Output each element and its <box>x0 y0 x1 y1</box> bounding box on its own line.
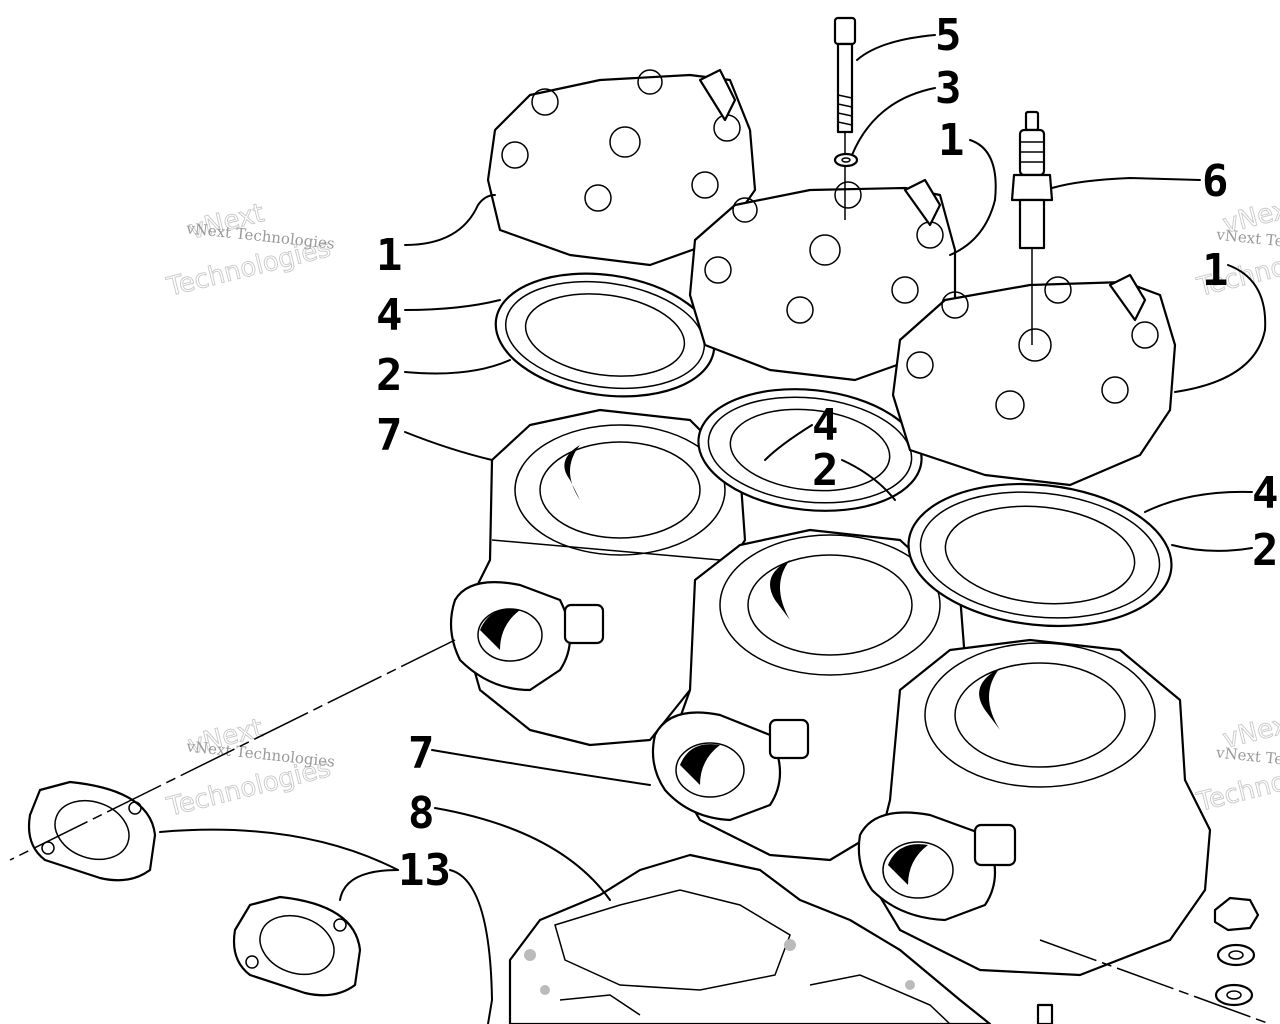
gasket-left <box>494 272 716 398</box>
cap-screw <box>833 16 857 220</box>
callout-4: 4 <box>1252 468 1279 519</box>
callout-1: 1 <box>1202 245 1229 296</box>
cylinder-left <box>449 408 747 747</box>
exhaust-gasket-1 <box>27 780 157 882</box>
callout-2: 2 <box>812 445 839 496</box>
callout-1: 1 <box>938 115 965 166</box>
callout-3: 3 <box>935 63 962 114</box>
nut-washer-stack <box>1036 896 1260 1024</box>
spark-plug <box>1010 110 1054 345</box>
callout-4: 4 <box>812 400 839 451</box>
cylinder-center <box>651 528 967 862</box>
callout-4: 4 <box>376 290 403 341</box>
gasket-right <box>907 482 1173 628</box>
cylinder-head-left <box>486 68 757 267</box>
callout-5: 5 <box>935 10 962 61</box>
callout-6: 6 <box>1202 156 1229 207</box>
callout-1: 1 <box>376 230 403 281</box>
callout-7: 7 <box>408 728 435 779</box>
washer <box>833 152 859 168</box>
gasket-center <box>697 388 923 512</box>
callout-2: 2 <box>376 350 403 401</box>
callout-2: 2 <box>1252 525 1279 576</box>
exhaust-axis-lines <box>9 639 1271 1024</box>
callout-13: 13 <box>398 845 451 896</box>
callout-labels: 5 3 1 6 1 1 4 2 7 4 2 4 2 7 8 13 <box>376 10 1279 896</box>
base-gasket <box>508 853 992 1024</box>
callout-7: 7 <box>376 410 403 461</box>
leader-lines <box>159 34 1267 1024</box>
cylinder-right <box>857 638 1212 977</box>
cylinder-head-right <box>891 273 1177 487</box>
exhaust-gasket-2 <box>232 895 362 997</box>
callout-8: 8 <box>408 788 435 839</box>
